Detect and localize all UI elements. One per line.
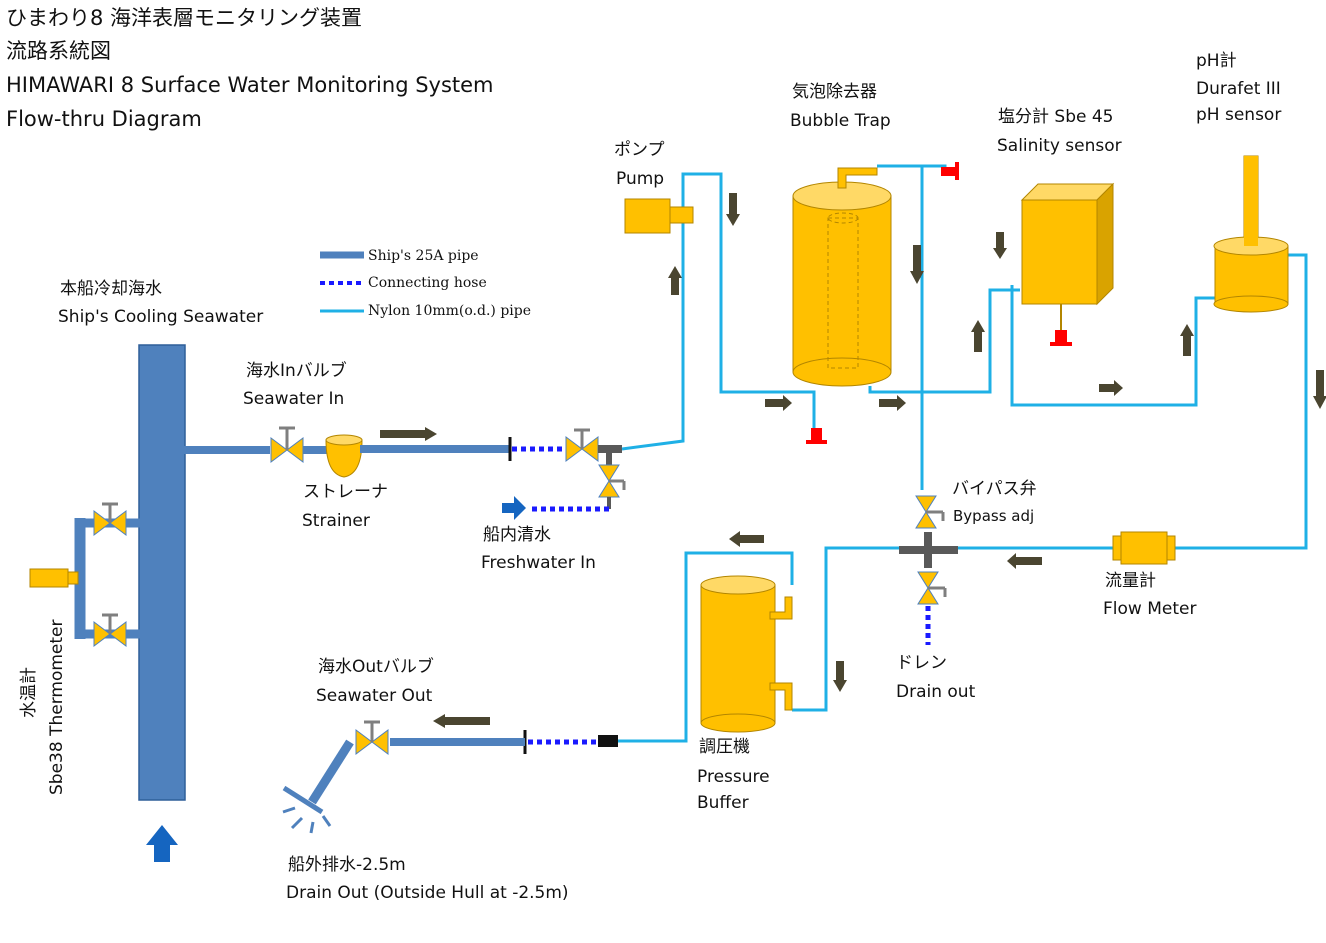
title-line4: Flow-thru Diagram (6, 107, 202, 131)
pump-label-en: Pump (616, 169, 664, 189)
arrow-down-ph (1313, 370, 1326, 409)
ph-label-en2: pH sensor (1196, 105, 1281, 125)
valve-in-label-jp: 海水Inバルブ (246, 360, 347, 381)
valve-out-label-jp: 海水Outバルブ (318, 656, 434, 677)
freshwater-arrow (502, 496, 526, 520)
bypass-label-jp: バイパス弁 (952, 479, 1037, 499)
buffer-label-en1: Pressure (697, 767, 770, 787)
hose-connector (598, 735, 618, 747)
legend-nylon: Nylon 10mm(o.d.) pipe (368, 303, 531, 319)
bubble-label-jp: 気泡除去器 (792, 82, 877, 102)
flow-arrows (668, 193, 1326, 692)
strainer (325, 434, 363, 478)
flow-meter (1112, 531, 1176, 565)
flow-arrow-outlet (433, 714, 490, 728)
arrow-right-c (1099, 380, 1123, 396)
arrow-down-buffer (833, 661, 847, 692)
thermo-label-jp: 水温計 (19, 667, 39, 718)
thermometer-sensor (29, 568, 69, 588)
arrow-up-salinity (971, 320, 985, 352)
arrow-down-trap (910, 245, 924, 284)
arrow-up-ph (1180, 324, 1194, 356)
arrow-left-buffer (729, 531, 764, 547)
ph-sensor (1213, 155, 1289, 313)
hull-label-jp: 船外排水-2.5m (288, 855, 406, 875)
flow-label-en: Flow Meter (1103, 599, 1196, 619)
pump (624, 198, 671, 234)
thermometer-loop (29, 502, 145, 647)
pump-label-jp: ポンプ (614, 140, 665, 160)
bypass-cross (899, 495, 958, 645)
buffer-label-en2: Buffer (697, 793, 749, 813)
strainer-label-jp: ストレーナ (303, 482, 388, 502)
drain-cap-bubble (811, 428, 822, 440)
arrow-right-b (879, 395, 906, 411)
fresh-label-jp: 船内清水 (483, 525, 551, 545)
arrow-left-flow (1007, 553, 1042, 569)
cooling-label-en: Ship's Cooling Seawater (58, 307, 263, 327)
bubble-trap (792, 167, 892, 387)
title-line3: HIMAWARI 8 Surface Water Monitoring Syst… (6, 73, 494, 97)
drain-label-jp: ドレン (896, 653, 947, 673)
ph-label-en1: Durafet III (1196, 79, 1281, 99)
drain-label-en: Drain out (896, 682, 976, 702)
hull-outlet-pipe (308, 739, 354, 805)
bypass-label-en: Bypass adj (953, 507, 1034, 525)
legend: Ship's 25A pipe Connecting hose Nylon 10… (320, 248, 531, 319)
hull-label-en: Drain Out (Outside Hull at -2.5m) (286, 883, 569, 903)
buffer-label-jp: 調圧機 (699, 737, 750, 757)
thermo-label-en: Sbe38 Thermometer (47, 620, 67, 795)
title-line2: 流路系統図 (6, 39, 111, 63)
drain-cap-salinity (1055, 330, 1067, 342)
arrow-down-salinity (993, 232, 1007, 259)
seawater-up-arrow (146, 825, 178, 862)
flow-arrow-intake (380, 427, 437, 441)
legend-hose: Connecting hose (368, 275, 487, 291)
salinity-label-jp: 塩分計 Sbe 45 (998, 107, 1113, 127)
valve-out-label-en: Seawater Out (316, 686, 433, 706)
title-line1: ひまわり8 海洋表層モニタリング装置 (6, 6, 362, 30)
arrow-up-pump (668, 266, 682, 295)
arrow-down-pump (726, 193, 740, 226)
legend-ship-pipe: Ship's 25A pipe (368, 248, 479, 264)
drain-cap-top (941, 167, 955, 176)
cooling-label-jp: 本船冷却海水 (60, 279, 162, 299)
salinity-label-en: Salinity sensor (997, 136, 1122, 156)
pressure-buffer (700, 575, 793, 733)
ph-label-jp: pH計 (1196, 51, 1237, 71)
valve-in-label-en: Seawater In (243, 389, 344, 409)
bubble-label-en: Bubble Trap (790, 111, 891, 131)
nylon-line-upper (618, 164, 1308, 743)
arrow-right-a (765, 395, 792, 411)
salinity-sensor (1020, 182, 1115, 306)
fresh-label-en: Freshwater In (481, 553, 596, 573)
flow-label-jp: 流量計 (1105, 571, 1156, 591)
strainer-label-en: Strainer (302, 511, 370, 531)
ship-main-pipe (138, 344, 186, 801)
